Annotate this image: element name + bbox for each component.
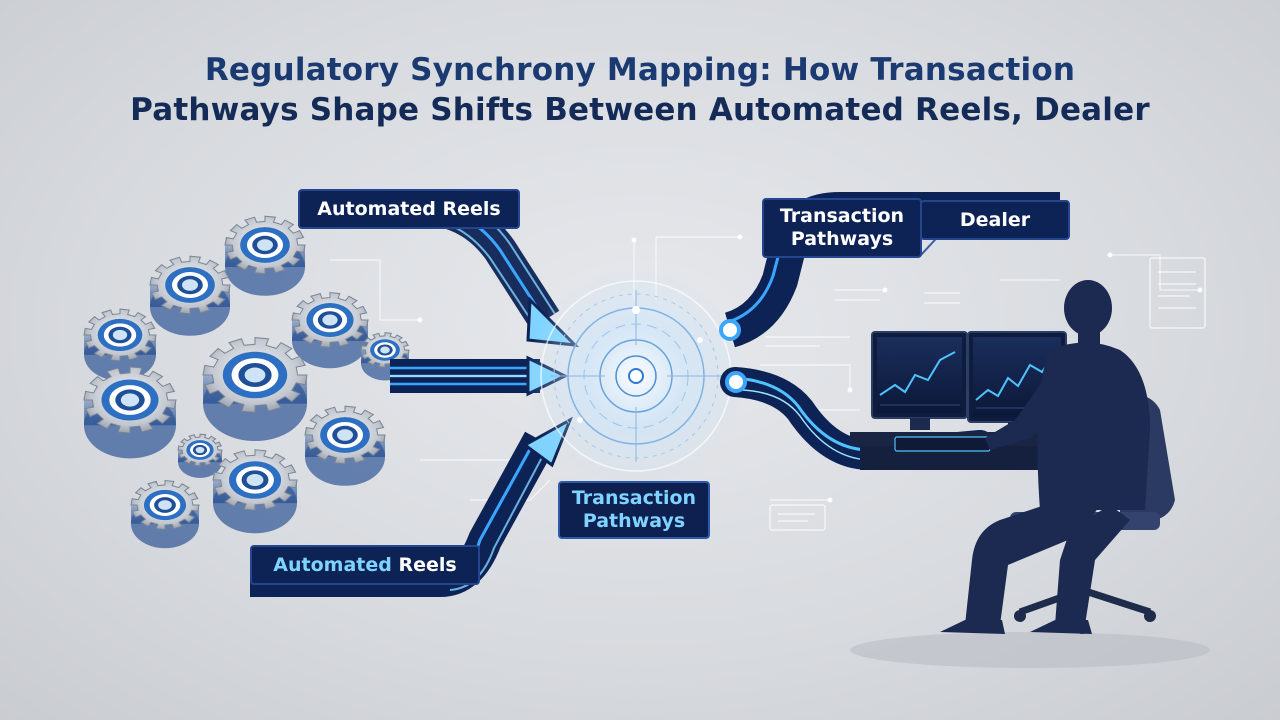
label-text: Dealer [960, 208, 1030, 232]
title-line-2: Pathways Shape Shifts Between Automated … [0, 90, 1280, 130]
monitor-icon [872, 332, 967, 430]
gear-icon [150, 256, 230, 336]
gear-icon [225, 216, 305, 296]
label-text-highlight: Automated [273, 553, 392, 577]
label-line-1: Transaction [572, 487, 696, 509]
gear-icon [292, 293, 368, 369]
gear-icon [131, 481, 199, 549]
label-text-rest: Reels [392, 553, 457, 577]
label-automated-reels-bottom: Automated Reels [250, 545, 480, 585]
keyboard-icon [895, 437, 990, 451]
dealer-workstation [850, 280, 1210, 668]
pathway-node-lower [727, 373, 745, 391]
label-line-2: Pathways [583, 510, 685, 532]
gear-icon [203, 338, 307, 441]
label-line-1: Transaction [780, 205, 904, 227]
label-automated-reels-top: Automated Reels [298, 189, 520, 229]
pathway-node-upper [721, 321, 739, 339]
page-title: Regulatory Synchrony Mapping: How Transa… [0, 50, 1280, 130]
gear-icon [213, 450, 297, 534]
label-transaction-pathways-right: Transaction Pathways [762, 198, 922, 258]
gear-cluster [84, 216, 409, 548]
title-line-1: Regulatory Synchrony Mapping: How Transa… [0, 50, 1280, 90]
gear-icon [178, 434, 222, 478]
gear-icon [84, 367, 176, 459]
label-line-2: Pathways [791, 228, 893, 250]
gear-icon [84, 309, 156, 381]
hub-icon [526, 266, 746, 486]
label-dealer: Dealer [920, 200, 1070, 240]
label-transaction-pathways-center: Transaction Pathways [558, 481, 710, 539]
gear-icon [305, 406, 385, 486]
label-text: Automated Reels [317, 197, 500, 221]
